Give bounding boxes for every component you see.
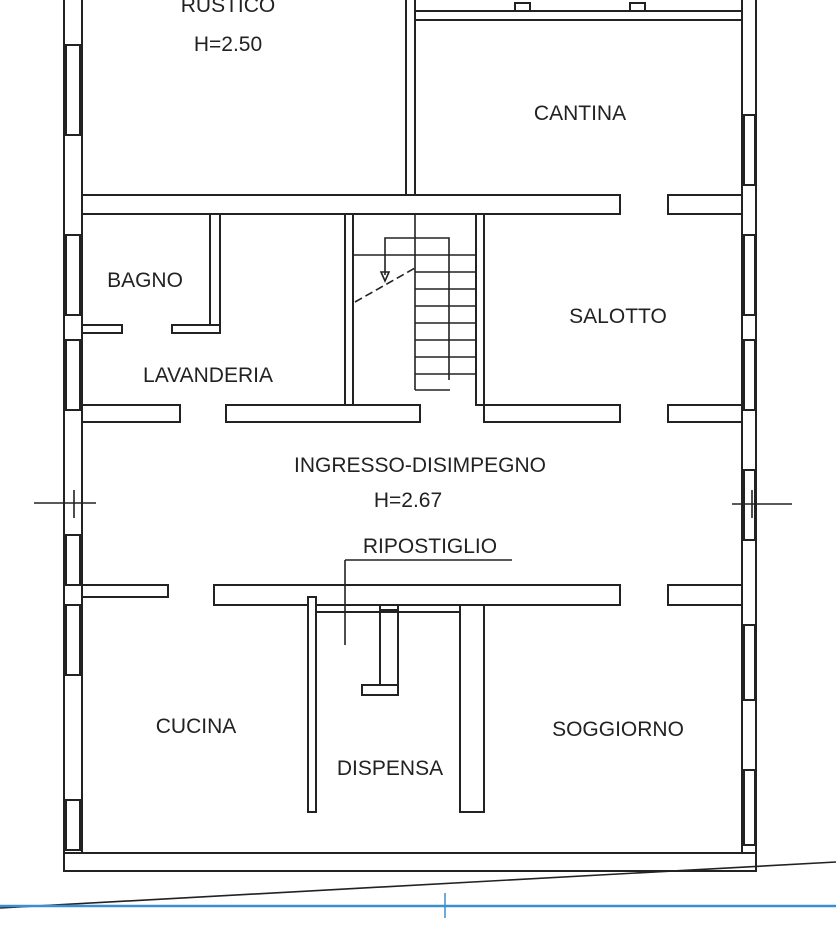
wall-cantina-top: [414, 10, 743, 21]
wall-dispensa-top: [379, 604, 399, 611]
label-rustico: RUSTICO: [181, 0, 276, 17]
wall-row3-top: [667, 584, 743, 606]
label-lavanderia: LAVANDERIA: [143, 364, 273, 387]
wall-lavanderia-right: [344, 213, 354, 406]
room-labels: RUSTICO H=2.50 CANTINA BAGNO SALOTTO LAV…: [107, 0, 684, 780]
wall-rustico-cantina: [405, 0, 416, 196]
arrow-icon: [379, 271, 391, 283]
label-rustico-height: H=2.50: [194, 33, 262, 56]
wall-bagno-right: [209, 213, 221, 334]
wall-bagno-bottom: [81, 324, 123, 334]
wall-row1-bottom-right: [667, 194, 743, 215]
wall-row2-bottom: [483, 404, 621, 423]
label-ripostiglio: RIPOSTIGLIO: [363, 535, 497, 558]
wall-dispensa-top: [315, 604, 381, 613]
label-ingresso: INGRESSO-DISIMPEGNO: [294, 454, 546, 477]
wall-bagno-bottom: [171, 324, 221, 334]
staircase: [353, 214, 476, 391]
windows: [65, 44, 756, 851]
label-cucina: CUCINA: [156, 715, 237, 738]
label-cantina: CANTINA: [534, 102, 626, 125]
wall-row3-top: [81, 584, 169, 598]
outer-wall-bottom: [63, 852, 757, 872]
label-bagno: BAGNO: [107, 269, 183, 292]
wall-cucina-right: [307, 596, 317, 813]
wall-ripostiglio: [379, 611, 399, 696]
wall-row2-bottom: [667, 404, 743, 423]
label-soggiorno: SOGGIORNO: [552, 718, 684, 741]
wall-dispensa-top: [397, 604, 461, 613]
wall-row3-top: [213, 584, 621, 606]
wall-ripostiglio: [361, 684, 399, 696]
wall-row2-bottom: [81, 404, 181, 423]
label-dispensa: DISPENSA: [337, 757, 443, 780]
wall-notch: [629, 2, 646, 12]
ground-line: [0, 861, 836, 909]
wall-row1-bottom-left: [81, 194, 621, 215]
wall-salotto-left: [475, 213, 485, 406]
label-salotto: SALOTTO: [569, 305, 667, 328]
wall-notch: [514, 2, 531, 12]
wall-soggiorno-left: [459, 604, 485, 813]
label-ingresso-height: H=2.67: [374, 489, 442, 512]
annotations: [0, 490, 836, 918]
wall-row2-bottom: [225, 404, 421, 423]
